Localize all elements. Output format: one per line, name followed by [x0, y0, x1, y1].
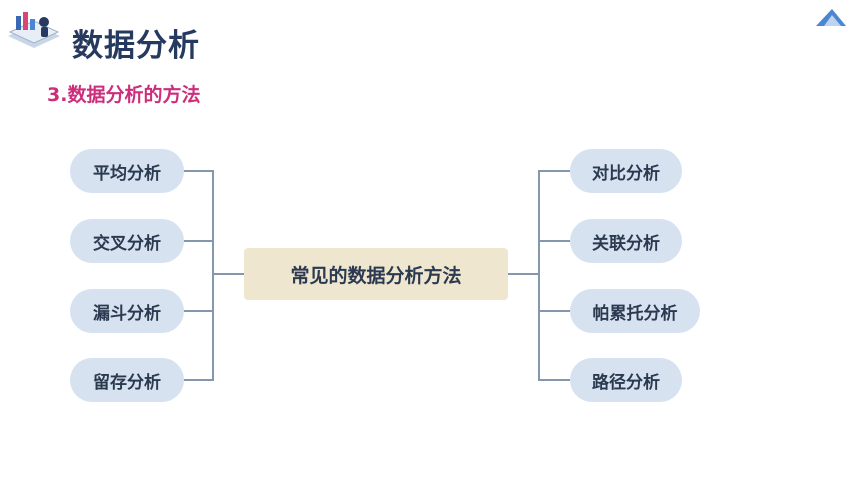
center-node: 常见的数据分析方法: [244, 248, 508, 300]
analytics-logo-icon: [4, 8, 64, 50]
section-subtitle: 3.数据分析的方法: [47, 84, 201, 106]
page-title: 数据分析: [72, 28, 200, 64]
triangle-decoration-icon: [814, 6, 848, 28]
left-node-retention: 留存分析: [70, 358, 184, 402]
right-node-pareto: 帕累托分析: [570, 289, 700, 333]
right-node-association: 关联分析: [570, 219, 682, 263]
left-node-funnel: 漏斗分析: [70, 289, 184, 333]
left-node-cross: 交叉分析: [70, 219, 184, 263]
right-node-path: 路径分析: [570, 358, 682, 402]
left-node-average: 平均分析: [70, 149, 184, 193]
right-node-comparison: 对比分析: [570, 149, 682, 193]
